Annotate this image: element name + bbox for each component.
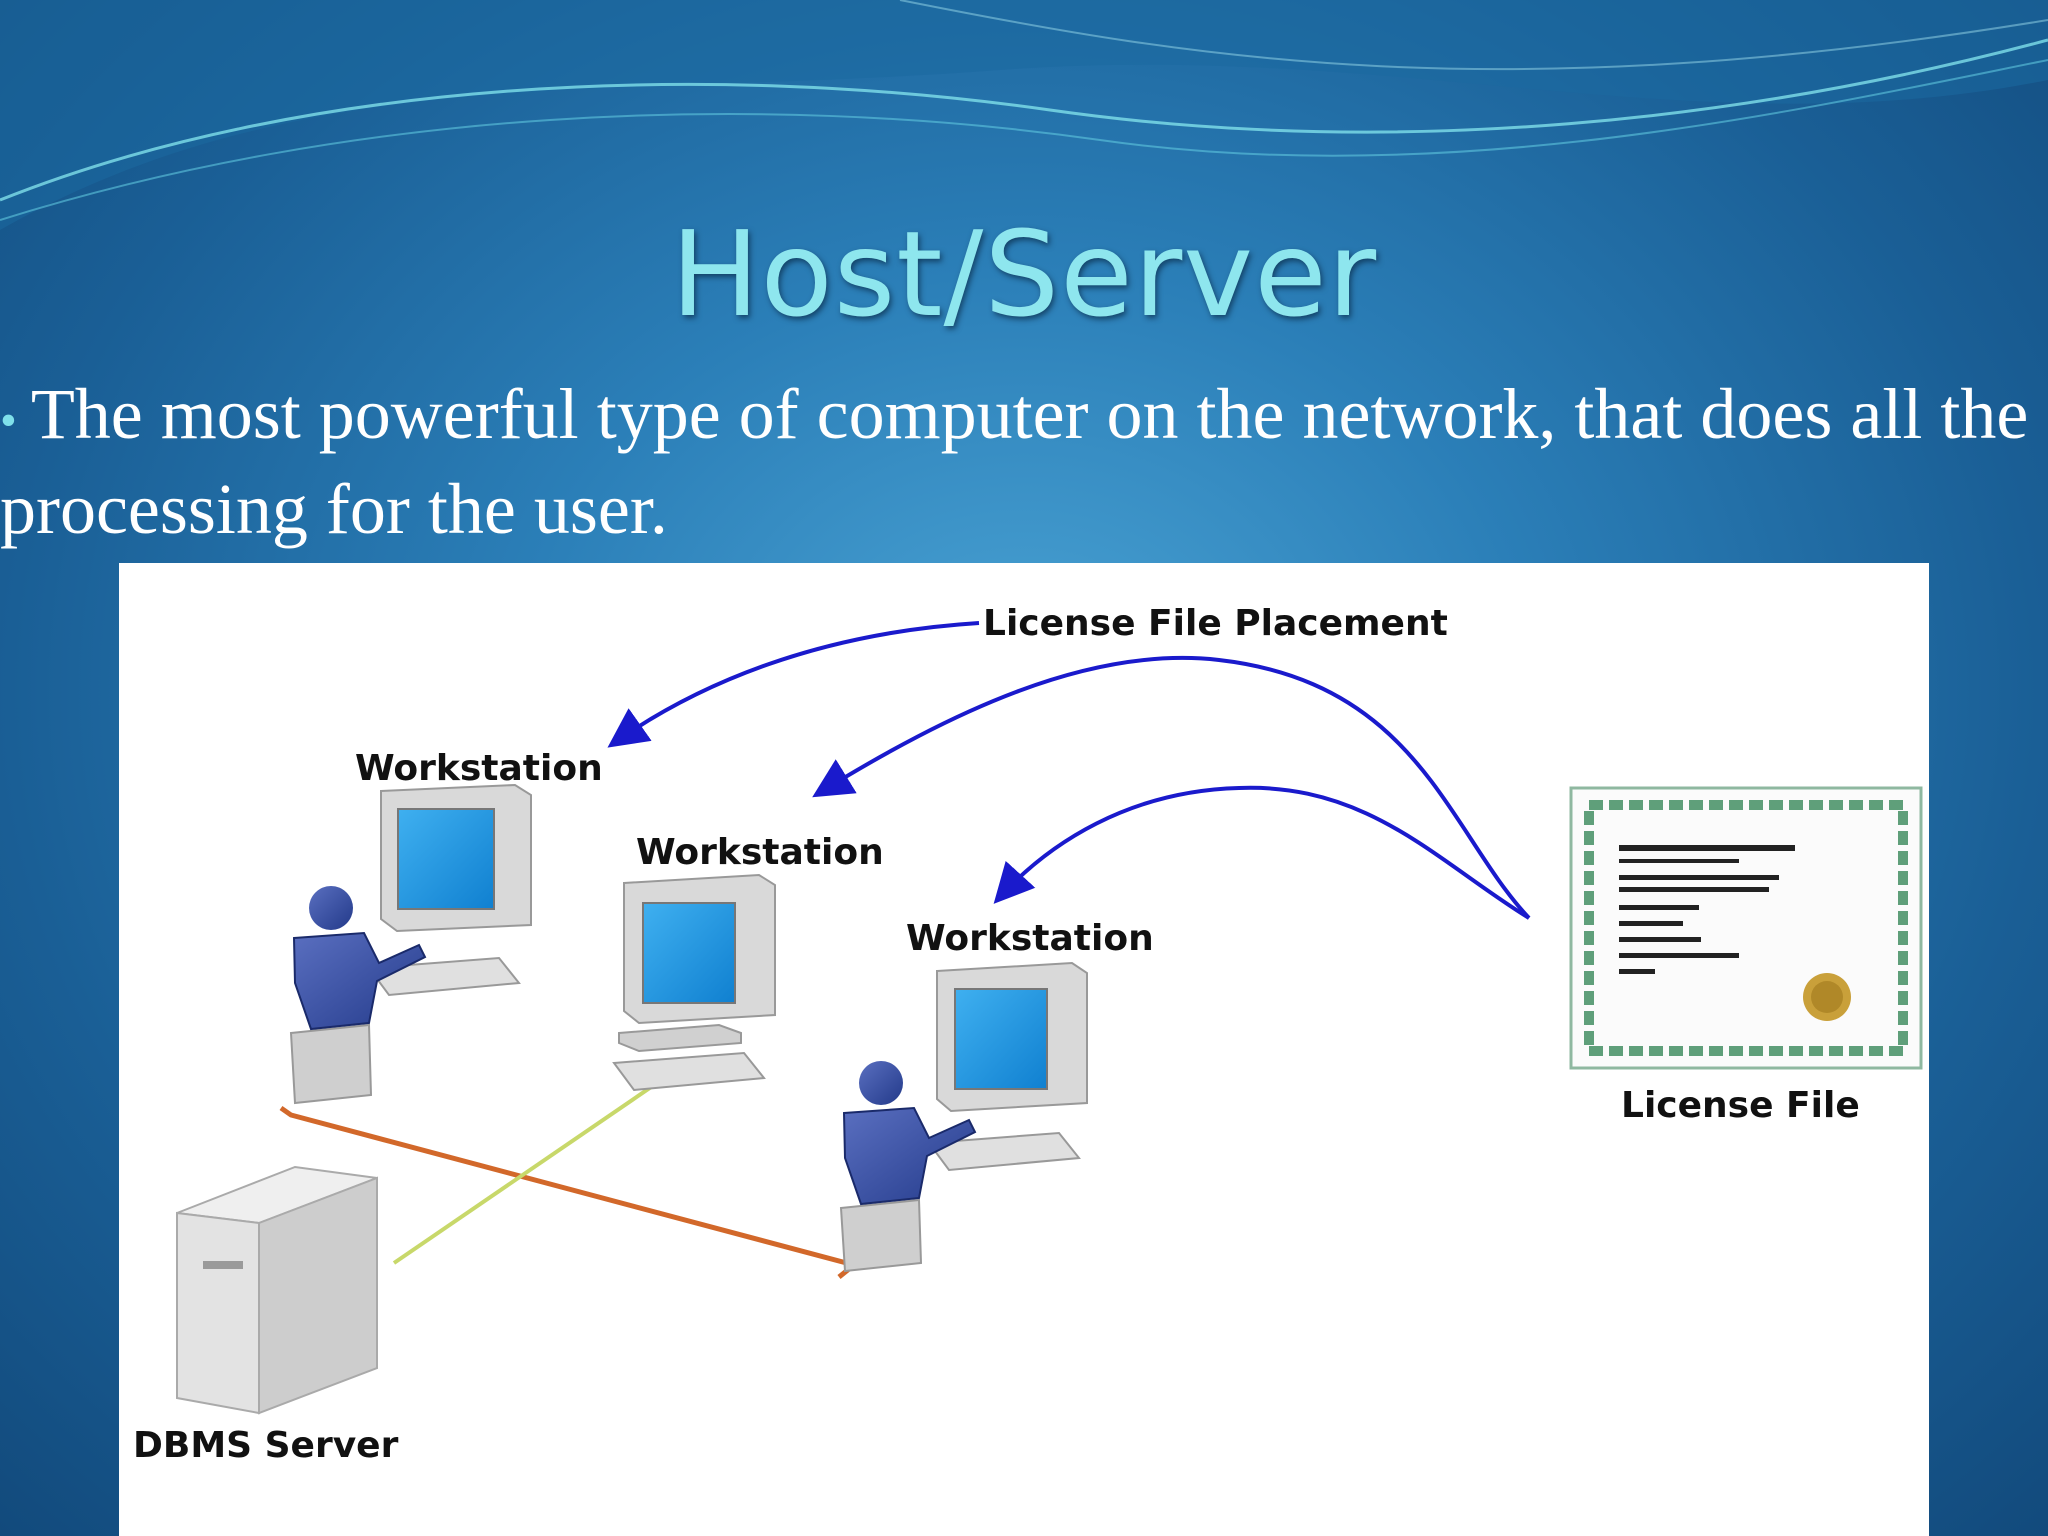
license-file-label: License File (1621, 1085, 1860, 1126)
diagram-graphics (176, 621, 1923, 1415)
workstation-1-graphic (289, 783, 532, 1105)
workstation-label-2: Workstation (636, 832, 884, 873)
workstation-label-3: Workstation (906, 918, 1154, 959)
decorative-waves (0, 0, 2048, 230)
workstation-label-1: Workstation (355, 748, 603, 789)
slide-title: Host/Server (670, 205, 1378, 343)
server-label: DBMS Server (133, 1425, 399, 1466)
network-diagram: License File Placement Workstation Works… (119, 563, 1929, 1536)
placement-arrows (607, 621, 1531, 920)
license-placement-label: License File Placement (983, 603, 1448, 644)
workstation-3-graphic (839, 961, 1088, 1273)
workstation-2-graphic (612, 873, 776, 1092)
server-graphic (176, 1165, 378, 1415)
bullet-icon: • (0, 394, 17, 448)
bullet-text: The most powerful type of computer on th… (0, 374, 2029, 550)
license-certificate-graphic (1569, 786, 1923, 1070)
bullet-item: •The most powerful type of computer on t… (0, 370, 2048, 553)
